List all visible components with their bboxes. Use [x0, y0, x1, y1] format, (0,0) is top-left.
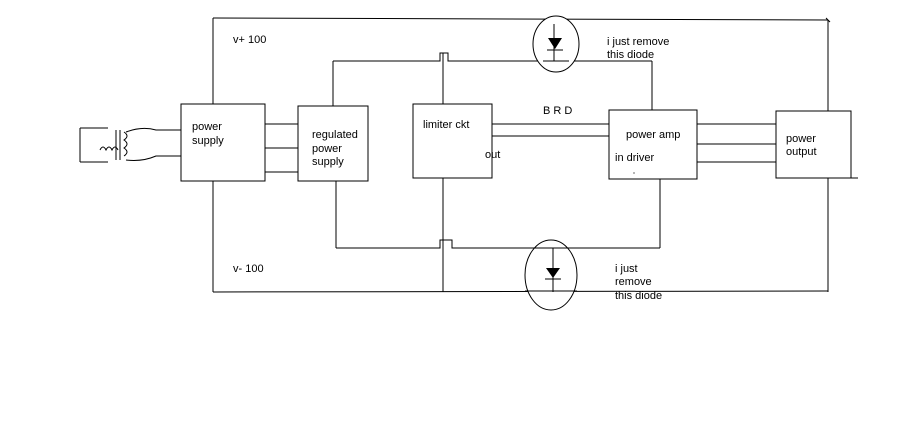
power-output-block: [775, 110, 852, 179]
top-annotation-line-1: i just remove: [607, 36, 669, 48]
bottom-diode-icon: [546, 268, 560, 278]
top-diode-circled: [532, 15, 580, 73]
regulated-supply-label-2: power: [312, 143, 342, 155]
bottom-annotation-line-3: this diode: [615, 290, 662, 302]
bottom-annotation-line-2: remove: [615, 276, 652, 288]
power-output-label-2: output: [786, 146, 817, 158]
negative-rail-label: v- 100: [233, 263, 264, 275]
limiter-out-label: out: [485, 149, 500, 161]
top-annotation-line-2: this diode: [607, 49, 654, 61]
bottom-diode-circled: [524, 239, 578, 311]
limiter-circuit-block: [412, 103, 493, 179]
signal-label: B R D: [543, 105, 572, 117]
regulated-supply-label-1: regulated: [312, 129, 358, 141]
power-amp-title: power amp: [626, 129, 680, 141]
transformer-symbol: [79, 127, 182, 163]
power-supply-block: [180, 103, 266, 182]
stray-dot: [633, 172, 635, 174]
positive-rail-label: v+ 100: [233, 34, 266, 46]
top-diode-icon: [548, 38, 562, 49]
power-output-label-1: power: [786, 133, 816, 145]
regulated-supply-label-3: supply: [312, 156, 344, 168]
power-amp-driver-label: in driver: [615, 152, 654, 164]
limiter-title: limiter ckt: [423, 119, 469, 131]
power-supply-label-1: power: [192, 121, 222, 133]
power-supply-label-2: supply: [192, 135, 224, 147]
power-amp-block: [608, 109, 698, 180]
bottom-annotation-line-1: i just: [615, 263, 638, 275]
regulated-power-supply-block: [297, 105, 369, 182]
